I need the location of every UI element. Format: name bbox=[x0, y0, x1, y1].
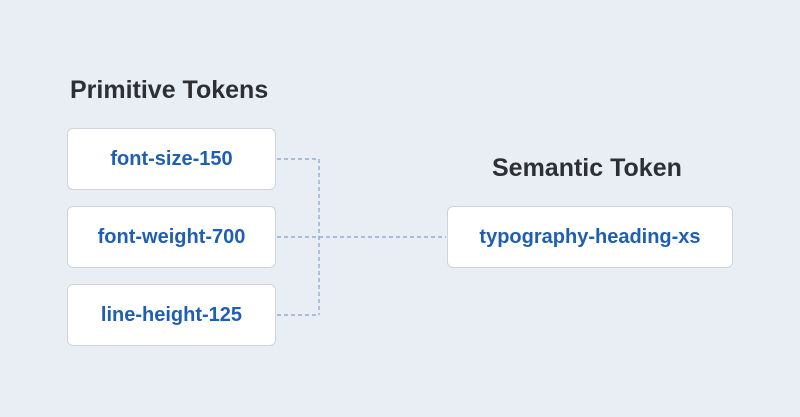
semantic-token-typography-heading: typography-heading-xs bbox=[447, 206, 733, 268]
primitive-token-label: line-height-125 bbox=[100, 303, 243, 326]
primitive-tokens-heading: Primitive Tokens bbox=[70, 76, 269, 104]
primitive-token-font-weight: font-weight-700 bbox=[67, 206, 276, 268]
primitive-token-line-height: line-height-125 bbox=[67, 284, 276, 346]
primitive-token-font-size: font-size-150 bbox=[67, 128, 276, 190]
semantic-token-label: typography-heading-xs bbox=[479, 225, 701, 248]
primitive-token-label: font-size-150 bbox=[110, 147, 233, 170]
primitive-token-label: font-weight-700 bbox=[97, 225, 246, 248]
semantic-token-heading: Semantic Token bbox=[492, 154, 682, 182]
